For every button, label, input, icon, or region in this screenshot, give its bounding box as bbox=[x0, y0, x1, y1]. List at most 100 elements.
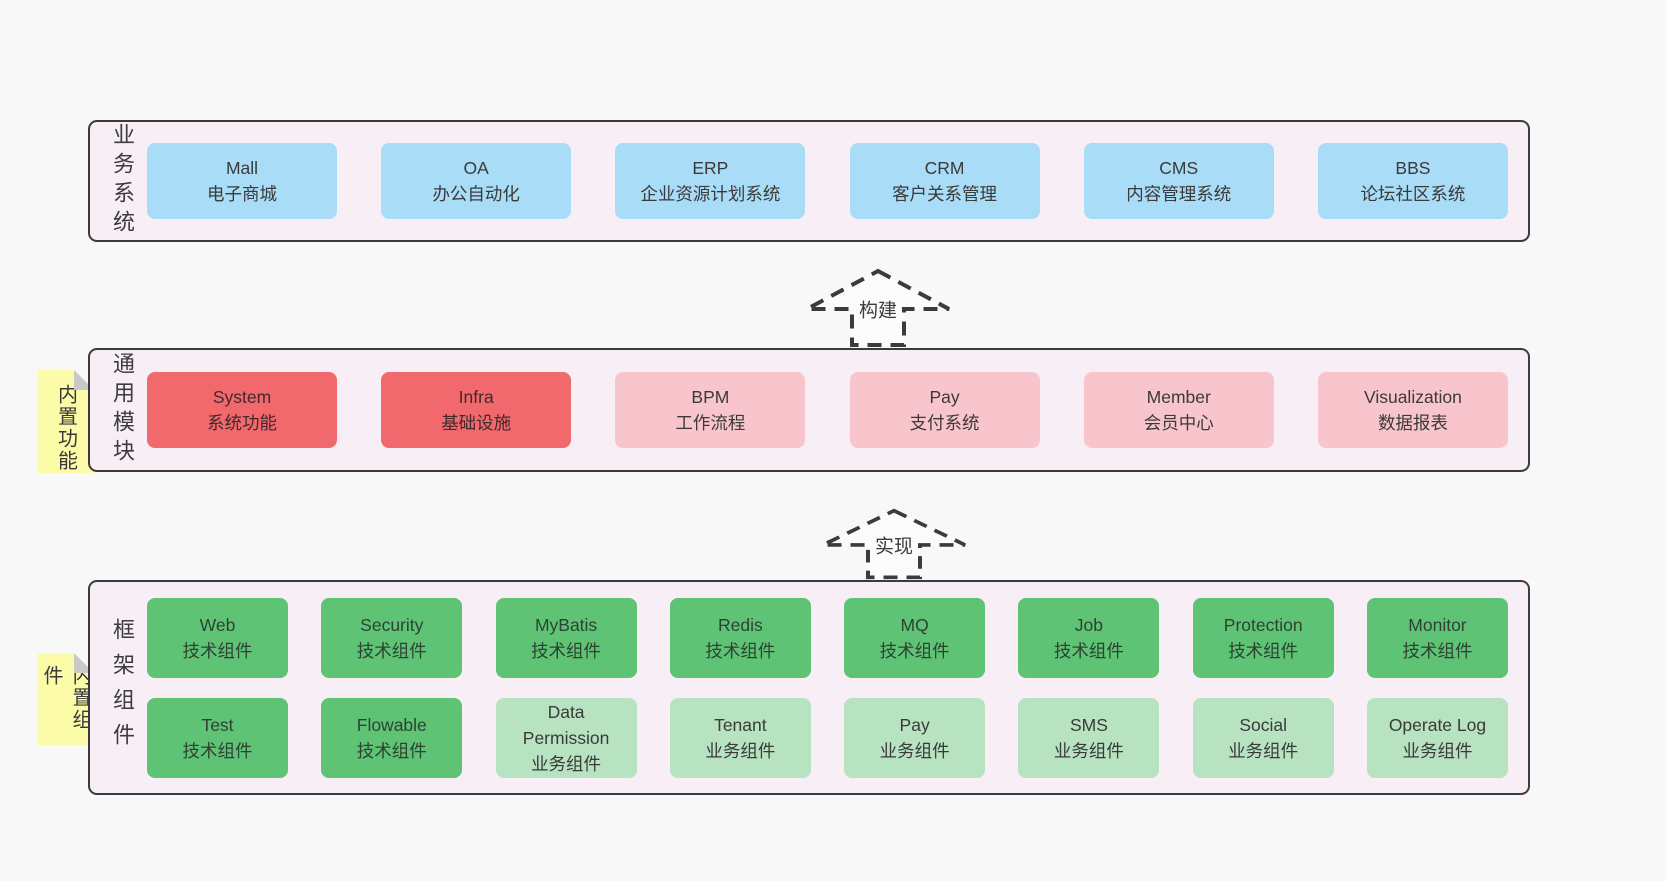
box-title: BBS bbox=[1395, 158, 1431, 178]
diagram-box-operate-log: Operate Log 业务组件 bbox=[1366, 697, 1508, 778]
diagram-box-tenant: Tenant 业务组件 bbox=[669, 697, 811, 778]
diagram-box-flowable: Flowable 技术组件 bbox=[321, 697, 463, 778]
box-title: CMS bbox=[1159, 158, 1199, 178]
section-content: System 系统功能 Infra 基础设施 BPM 工作流程 Pay 支付系统 Member 会… bbox=[147, 350, 1508, 470]
section-side-label: 通用模块 bbox=[110, 352, 135, 468]
diagram-box-mybatis: MyBatis 技术组件 bbox=[495, 597, 637, 678]
box-subtitle: 业务组件 bbox=[705, 740, 776, 761]
arrow-label: 实现 bbox=[871, 530, 917, 560]
box-title: Redis bbox=[717, 614, 763, 635]
box-title: MyBatis bbox=[534, 614, 598, 635]
box-title: Member bbox=[1146, 387, 1211, 407]
box-title: Social bbox=[1239, 714, 1288, 735]
sticky-note-text: 内置组件 bbox=[40, 665, 91, 731]
diagram-box-infra: Infra 基础设施 bbox=[381, 372, 572, 448]
box-subtitle: 业务组件 bbox=[879, 740, 950, 761]
diagram-box-mall: Mall 电子商城 bbox=[147, 143, 337, 219]
box-subtitle: 办公自动化 bbox=[432, 184, 520, 204]
box-row: Mall 电子商城 OA 办公自动化 ERP 企业资源计划系统 CRM 客户关系管理 CMS 内容… bbox=[147, 143, 1508, 219]
diagram-box-sms: SMS 业务组件 bbox=[1018, 697, 1160, 778]
build-arrow: 构建 bbox=[803, 268, 953, 348]
box-title: Job bbox=[1074, 614, 1104, 635]
box-title: Visualization bbox=[1363, 387, 1462, 407]
box-subtitle: 业务组件 bbox=[531, 753, 602, 774]
diagram-box-cms: CMS 内容管理系统 bbox=[1083, 143, 1274, 219]
box-title: ERP bbox=[692, 158, 729, 178]
box-subtitle: 企业资源计划系统 bbox=[640, 184, 781, 204]
sticky-note-text: 内置功能 bbox=[54, 383, 77, 472]
implement-arrow: 实现 bbox=[819, 508, 969, 580]
diagram-box-visualization: Visualization 数据报表 bbox=[1317, 372, 1508, 448]
box-title: Flowable bbox=[356, 714, 427, 735]
box-title: Test bbox=[201, 714, 234, 735]
box-subtitle: 工作流程 bbox=[675, 413, 746, 433]
box-title: OA bbox=[463, 158, 489, 178]
box-subtitle: 论坛社区系统 bbox=[1360, 184, 1466, 204]
box-subtitle: 内容管理系统 bbox=[1126, 184, 1232, 204]
box-subtitle: 基础设施 bbox=[441, 413, 512, 433]
diagram-box-protection: Protection 技术组件 bbox=[1192, 597, 1334, 678]
box-title: Web bbox=[199, 614, 236, 635]
diagram-box-web: Web 技术组件 bbox=[147, 597, 288, 678]
diagram-box-social: Social 业务组件 bbox=[1192, 697, 1334, 778]
diagram-box-pay: Pay 业务组件 bbox=[844, 697, 986, 778]
box-subtitle: 技术组件 bbox=[182, 740, 253, 761]
box-subtitle: 技术组件 bbox=[879, 640, 950, 661]
box-subtitle: 业务组件 bbox=[1053, 740, 1124, 761]
box-subtitle: 技术组件 bbox=[356, 640, 427, 661]
arrow-label: 构建 bbox=[855, 294, 901, 324]
box-title: Tenant bbox=[714, 714, 767, 735]
box-title: Monitor bbox=[1408, 614, 1467, 635]
box-title: CRM bbox=[924, 158, 965, 178]
box-subtitle: 会员中心 bbox=[1143, 413, 1214, 433]
box-subtitle: 技术组件 bbox=[1228, 640, 1299, 661]
diagram-box-system: System 系统功能 bbox=[147, 372, 337, 448]
diagram-box-bbs: BBS 论坛社区系统 bbox=[1317, 143, 1508, 219]
diagram-box-member: Member 会员中心 bbox=[1083, 372, 1274, 448]
box-title: System bbox=[212, 387, 272, 407]
box-subtitle: 数据报表 bbox=[1377, 413, 1448, 433]
diagram-box-bpm: BPM 工作流程 bbox=[615, 372, 806, 448]
box-title: Infra bbox=[458, 387, 494, 407]
section-business-systems: 业务系统 Mall 电子商城 OA 办公自动化 ERP 企业资源计划系统 CRM 客户关系管理… bbox=[88, 120, 1530, 242]
box-title: Mall bbox=[225, 158, 259, 178]
box-subtitle: 系统功能 bbox=[207, 413, 277, 433]
diagram-box-mq: MQ 技术组件 bbox=[844, 597, 986, 678]
diagram-box-crm: CRM 客户关系管理 bbox=[849, 143, 1040, 219]
box-subtitle: 客户关系管理 bbox=[892, 184, 998, 204]
section-common-modules: 通用模块 System 系统功能 Infra 基础设施 BPM 工作流程 Pay 支付系统 Me… bbox=[88, 348, 1530, 472]
diagram-box-redis: Redis 技术组件 bbox=[669, 597, 811, 678]
box-title: Pay bbox=[899, 714, 930, 735]
diagram-box-erp: ERP 企业资源计划系统 bbox=[615, 143, 806, 219]
box-title: SMS bbox=[1069, 714, 1108, 735]
box-title: MQ bbox=[900, 614, 929, 635]
box-subtitle: 技术组件 bbox=[1402, 640, 1473, 661]
diagram-box-test: Test 技术组件 bbox=[147, 697, 288, 778]
section-side-label: 业务系统 bbox=[110, 123, 135, 239]
box-subtitle: 支付系统 bbox=[909, 413, 980, 433]
box-title: Data Permission bbox=[522, 701, 610, 748]
section-content: Mall 电子商城 OA 办公自动化 ERP 企业资源计划系统 CRM 客户关系管理 CMS 内容… bbox=[147, 122, 1508, 240]
diagram-box-data-permission: Data Permission 业务组件 bbox=[495, 697, 637, 778]
box-subtitle: 技术组件 bbox=[531, 640, 602, 661]
section-side-label: 框架组件 bbox=[110, 617, 135, 758]
box-subtitle: 技术组件 bbox=[182, 640, 253, 661]
box-title: Operate Log bbox=[1388, 714, 1487, 735]
box-subtitle: 技术组件 bbox=[1053, 640, 1124, 661]
box-subtitle: 业务组件 bbox=[1228, 740, 1299, 761]
box-title: Protection bbox=[1223, 614, 1303, 635]
box-title: Pay bbox=[929, 387, 960, 407]
box-title: BPM bbox=[691, 387, 730, 407]
box-subtitle: 技术组件 bbox=[705, 640, 776, 661]
sticky-note-built-in-components: 内置组件 bbox=[38, 653, 94, 745]
box-subtitle: 技术组件 bbox=[356, 740, 427, 761]
diagram-box-pay: Pay 支付系统 bbox=[849, 372, 1040, 448]
box-subtitle: 电子商城 bbox=[207, 184, 277, 204]
box-subtitle: 业务组件 bbox=[1402, 740, 1473, 761]
